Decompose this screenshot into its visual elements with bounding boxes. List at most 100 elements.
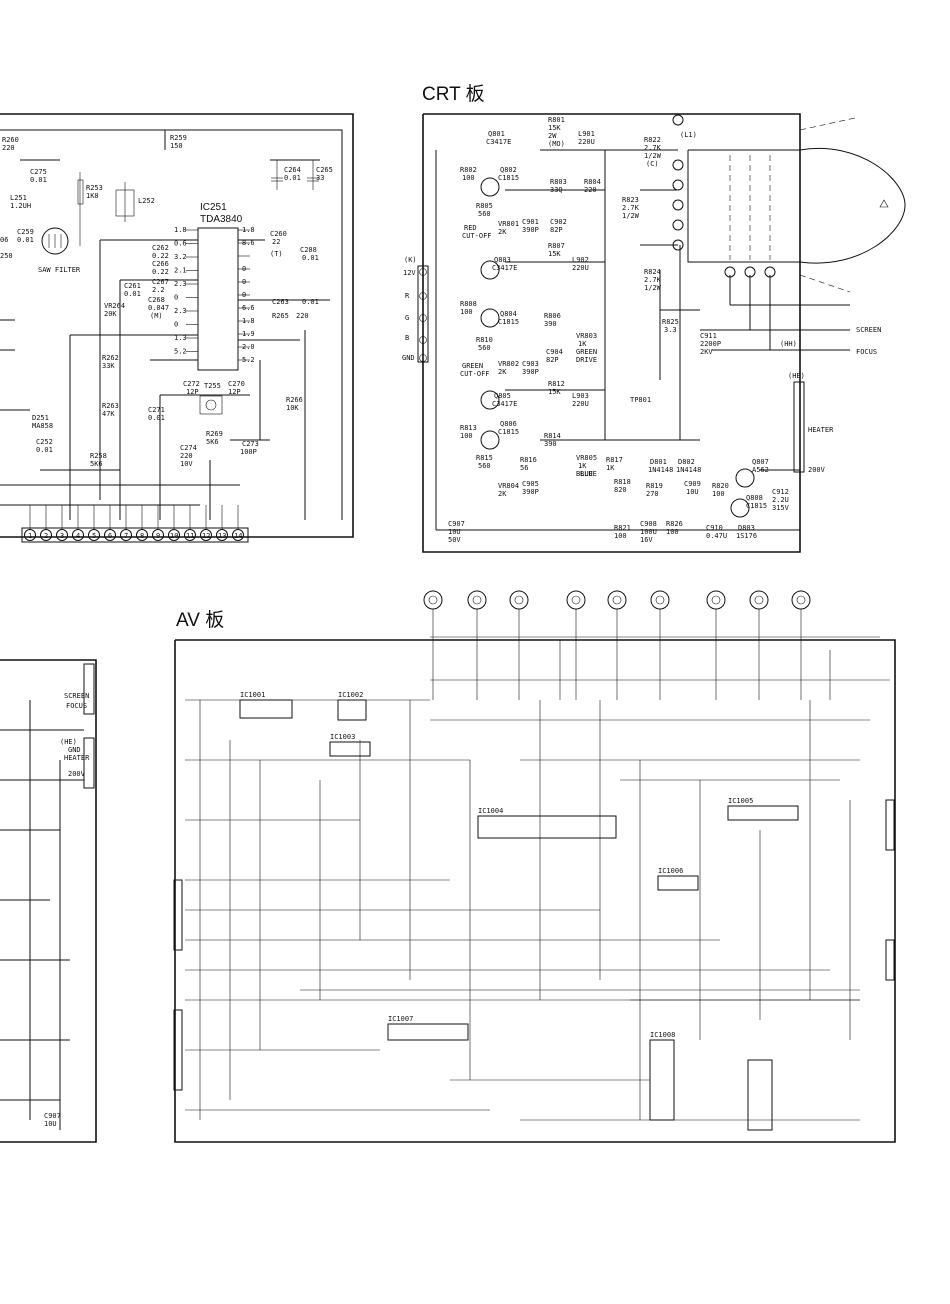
- label-c273: C273: [242, 440, 259, 448]
- connector-pin-number: 1: [28, 532, 32, 540]
- rca-jack: [749, 590, 769, 610]
- connector-pin-number: 3: [60, 532, 64, 540]
- av-ic-package: [649, 1039, 675, 1121]
- label-c266-value: 0.22: [152, 268, 169, 276]
- crt-label-d802: D802: [678, 458, 695, 466]
- crt-label-r810v: 560: [478, 344, 491, 352]
- crt-label-r804: R804: [584, 178, 601, 186]
- connector-pin-number: 5: [92, 532, 96, 540]
- label-c261-value: 0.01: [124, 290, 141, 298]
- crt-label-c901: C901: [522, 218, 539, 226]
- crt-label-r812v: 15K: [548, 388, 561, 396]
- av-ic-label: IC1003: [330, 733, 355, 741]
- label-c263-value: 0.01: [302, 298, 319, 306]
- rca-jack: [509, 590, 529, 610]
- crt-label-r823v1: 2.7K: [622, 204, 640, 212]
- label-c274-value: 220: [180, 452, 193, 460]
- label-c272: C272: [183, 380, 200, 388]
- ic251-pin-voltages-left: 1.80.63.22.12.302.301.35.2: [174, 226, 198, 356]
- crt-label-c909v: 10U: [686, 488, 699, 496]
- crt-label-q802t: C1815: [498, 174, 519, 182]
- crt-label-c907: C907: [448, 520, 465, 528]
- label-vr264: VR264: [104, 302, 125, 310]
- pin-voltage-left: 2.3: [174, 280, 187, 288]
- crt-label-r815: R815: [476, 454, 493, 462]
- crt-label-r825v: 3.3: [664, 326, 677, 334]
- crt-label-c912: C912: [772, 488, 789, 496]
- label-r269: R269: [206, 430, 223, 438]
- av-ic-package: [329, 741, 371, 757]
- crt-label-vr803: VR803: [576, 332, 597, 340]
- crt-label-m1: (MO): [548, 140, 565, 148]
- left-label-heater: HEATER: [64, 754, 90, 762]
- label-c270: C270: [228, 380, 245, 388]
- label-r258: R258: [90, 452, 107, 460]
- crt-label-b: B: [405, 334, 409, 342]
- av-ic-package: [239, 699, 293, 719]
- connector-k-pin: [419, 354, 427, 362]
- crt-label-k: (K): [404, 256, 417, 264]
- label-c272-value: 12P: [186, 388, 199, 396]
- pin-voltage-left: 0.6: [174, 240, 187, 248]
- crt-label-q808: Q808: [746, 494, 763, 502]
- av-ic-label: IC1008: [650, 1031, 675, 1039]
- left-label-c907-value: 10U: [44, 1120, 57, 1128]
- av-ic-package: [747, 1059, 773, 1131]
- transistor-symbol: [730, 498, 750, 518]
- av-board-title: AV 板: [176, 609, 224, 631]
- label-c263: C263: [272, 298, 289, 306]
- label-c267: C267: [152, 278, 169, 286]
- rca-jack-center: [655, 595, 665, 605]
- crt-label-r815v: 560: [478, 462, 491, 470]
- label-c265-value: 33: [316, 174, 324, 182]
- crt-label-r826: R826: [666, 520, 683, 528]
- label-c252-value: 0.01: [36, 446, 53, 454]
- connector-pin-number: 8: [140, 532, 144, 540]
- connector-pin: [216, 529, 228, 541]
- label-r259-value: 150: [170, 142, 183, 150]
- av-input-jacks: [423, 590, 880, 700]
- crt-label-r803: R803: [550, 178, 567, 186]
- rca-jack-center: [428, 595, 438, 605]
- rca-jack: [566, 590, 586, 610]
- label-r253: R253: [86, 184, 103, 192]
- label-c288-value: 0.01: [302, 254, 319, 262]
- crt-label-cutoff: CUT-OFF: [460, 370, 490, 378]
- crt-label-r801v1: 15K: [548, 124, 561, 132]
- crt-label-c908: C908: [640, 520, 657, 528]
- crt-label-c911v: 2200P: [700, 340, 721, 348]
- label-t255: T255: [204, 382, 221, 390]
- transistor-symbol: [480, 177, 500, 197]
- crt-label-r816v: 56: [520, 464, 528, 472]
- label-c268: C268: [148, 296, 165, 304]
- left-label-focus: FOCUS: [66, 702, 87, 710]
- crt-label-c911: C911: [700, 332, 717, 340]
- connector-pin: [40, 529, 52, 541]
- crt-label-c910v: 0.47U: [706, 532, 727, 540]
- crt-label-vr805v: 1K: [578, 462, 587, 470]
- crt-label-r813v: 100: [460, 432, 473, 440]
- connector-k-pin: [419, 268, 427, 276]
- rca-jack: [423, 590, 443, 610]
- crt-label-r817: R817: [606, 456, 623, 464]
- label-l251-value: 1.2UH: [10, 202, 31, 210]
- label-r263-value: 47K: [102, 410, 115, 418]
- label-saw-filter: SAW FILTER: [38, 266, 81, 274]
- ic251-ref: IC251: [200, 202, 227, 213]
- crt-label-focus: FOCUS: [856, 348, 877, 356]
- label-r253-value: 1K8: [86, 192, 99, 200]
- crt-label-c903v: 390P: [522, 368, 539, 376]
- crt-label-vr801v: 2K: [498, 228, 507, 236]
- label-r258-value: 5K6: [90, 460, 103, 468]
- crt-label-r802: R802: [460, 166, 477, 174]
- crt-label-c901v: 390P: [522, 226, 539, 234]
- crt-label-r822: R822: [644, 136, 661, 144]
- crt-label-r819v: 270: [646, 490, 659, 498]
- crt-label-r: R: [405, 292, 410, 300]
- left-partial-board: (HE) GND HEATER 200V SCREEN FOCUS C907 1…: [0, 659, 97, 1143]
- label-c267-value: 2.2: [152, 286, 165, 294]
- connector-pin-number: 9: [156, 532, 160, 540]
- crt-labels: (L1)(K)12VRGBGNDQ801C3417ER80115K2W(MO)L…: [402, 116, 881, 544]
- crt-label-r822v1: 2.7K: [644, 144, 662, 152]
